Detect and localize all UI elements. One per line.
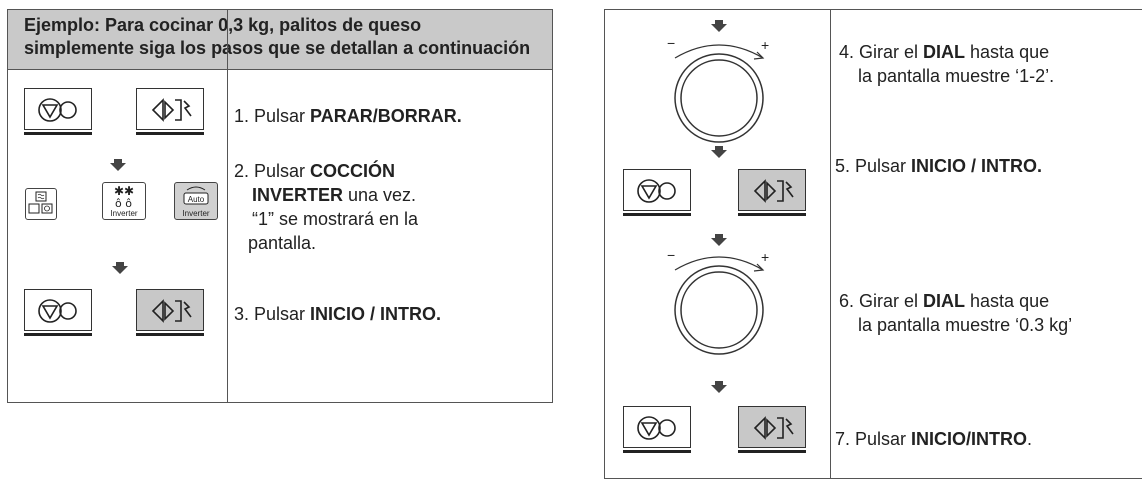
stop-clear-button [623,406,691,453]
button-underline [623,213,691,216]
down-arrow-icon [711,381,727,393]
step-3-prefix: 3. Pulsar [234,304,311,324]
start-enter-button [136,289,204,336]
dial-minus-sign: − [667,247,676,263]
svg-text:✱✱: ✱✱ [114,184,134,198]
step-3-text: 3. Pulsar INICIO / INTRO. [234,302,441,326]
svg-text:ô ô: ô ô [115,197,132,210]
step-7-text: 7. Pulsar INICIO/INTRO. [835,427,1032,451]
step-1-text: 1. Pulsar PARAR/BORRAR. [234,104,462,128]
down-arrow-icon [110,159,126,171]
stop-clear-icon [38,299,77,323]
dial-control: − + [657,246,781,356]
down-arrow-icon [112,262,128,274]
step-2-rest: una vez. [343,185,417,205]
start-enter-icon [151,299,192,323]
step-2-line-3: “1” se mostrará en la [252,209,419,229]
step-6-prefix: 6. Girar el [839,291,924,311]
stop-clear-icon [637,416,676,440]
auto-label: Auto [187,195,205,204]
step-6-bold: DIAL [923,291,966,311]
step-4-text: 4. Girar el DIAL hasta que la pantalla m… [839,40,1054,88]
grill-combi-icon [25,188,57,220]
step-4-bold: DIAL [923,42,966,62]
panel-divider [227,10,228,402]
button-underline [136,333,204,336]
dial-icon [674,256,765,355]
step-4-rest: hasta que [965,42,1050,62]
step-1-bold: PARAR/BORRAR. [310,106,462,126]
step-3-bold: INICIO / INTRO. [310,304,442,324]
down-arrow-icon [711,234,727,246]
step-5-prefix: 5. Pulsar [835,156,912,176]
step-2-prefix: 2. Pulsar [234,161,311,181]
example-header: Ejemplo: Para cocinar 0,3 kg, palitos de… [8,10,552,70]
start-enter-icon [151,98,192,122]
header-line-2: simplemente siga los pasos que se detall… [24,38,531,58]
step-4-prefix: 4. Girar el [839,42,924,62]
down-arrow-icon [711,146,727,158]
down-arrow-icon [711,20,727,32]
step-2-line-4: pantalla. [248,233,317,253]
dial-plus-sign: + [761,249,770,265]
stop-clear-button [24,88,92,135]
step-1-prefix: 1. Pulsar [234,106,311,126]
panel-divider [830,10,831,478]
step-6-text: 6. Girar el DIAL hasta que la pantalla m… [839,289,1072,337]
example-panel: Ejemplo: Para cocinar 0,3 kg, palitos de… [7,9,553,403]
start-enter-button [738,169,806,216]
step-7-rest: . [1027,429,1033,449]
auto-inverter-icon: Auto Inverter [174,182,218,220]
inverter-label: Inverter [110,209,138,218]
auto-inverter-label: Inverter [182,209,210,218]
header-line-1: Ejemplo: Para cocinar 0,3 kg, palitos de… [24,15,422,35]
start-enter-button [738,406,806,453]
stop-clear-button [623,169,691,216]
button-underline [738,450,806,453]
step-7-prefix: 7. Pulsar [835,429,912,449]
dial-minus-sign: − [667,35,676,51]
step-2-bold-2: INVERTER [252,185,344,205]
button-underline [623,450,691,453]
button-underline [24,132,92,135]
start-enter-icon [753,179,794,203]
stop-clear-icon [38,98,77,122]
step-4-line-2: la pantalla muestre ‘1-2’. [858,66,1055,86]
steps-panel: − + 4. Girar el DIAL hasta que la pantal… [604,9,1142,479]
stop-clear-button [24,289,92,336]
step-6-line-2: la pantalla muestre ‘0.3 kg’ [858,315,1073,335]
inverter-defrost-icon: ✱✱ ô ô Inverter [102,182,146,220]
start-enter-button-outline [136,88,204,135]
button-underline [738,213,806,216]
step-7-bold: INICIO/INTRO [911,429,1028,449]
button-underline [24,333,92,336]
step-2-text: 2. Pulsar COCCIÓN INVERTER una vez. “1” … [234,159,418,255]
step-5-bold: INICIO / INTRO. [911,156,1043,176]
step-6-rest: hasta que [965,291,1050,311]
dial-control: − + [657,34,781,144]
step-2-bold-1: COCCIÓN [310,161,396,181]
step-5-text: 5. Pulsar INICIO / INTRO. [835,154,1042,178]
button-underline [136,132,204,135]
dial-plus-sign: + [761,37,770,53]
dial-icon [674,44,765,143]
start-enter-icon [753,416,794,440]
stop-clear-icon [637,179,676,203]
